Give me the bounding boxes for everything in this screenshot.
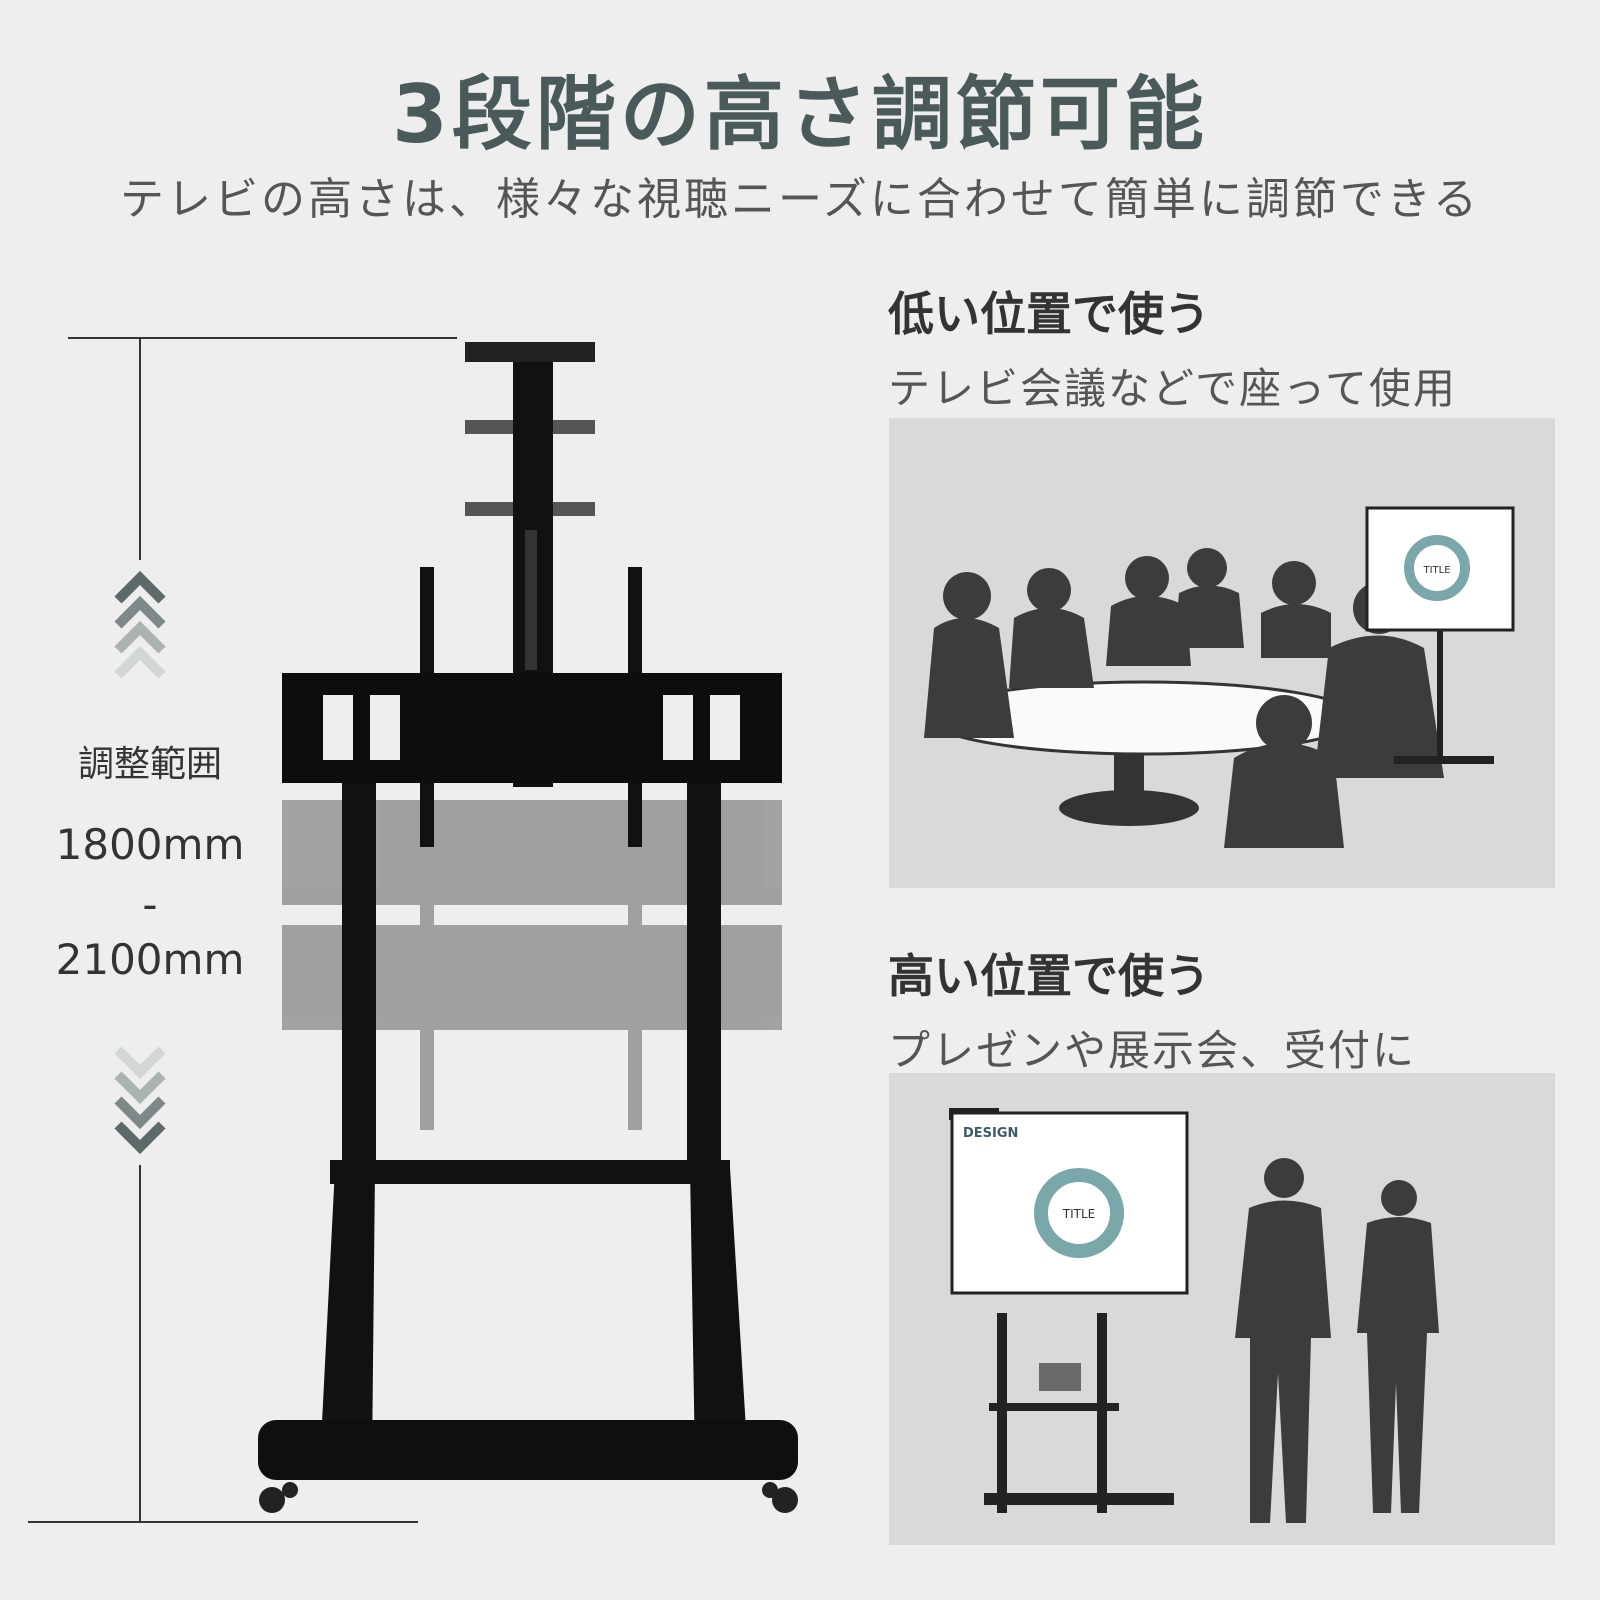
page-subtitle: テレビの高さは、様々な視聴ニーズに合わせて簡単に調節できる	[120, 174, 1480, 225]
up-chevrons-icon	[114, 570, 166, 679]
low-screen-title: TITLE	[1422, 565, 1450, 576]
high-screen-design: DESIGN	[963, 1126, 1018, 1141]
meeting-room-illustration: TITLE	[924, 506, 1515, 848]
range-max: 2100mm	[55, 935, 245, 984]
tv-stand-illustration	[258, 342, 798, 1513]
range-label: 調整範囲	[77, 744, 222, 785]
page-title: 3段階の高さ調節可能	[392, 68, 1208, 161]
down-chevrons-icon	[114, 1046, 166, 1155]
range-separator: -	[142, 880, 158, 929]
high-screen-title: TITLE	[1062, 1207, 1095, 1221]
low-position-heading: 低い位置で使う	[888, 287, 1210, 341]
low-position-description: テレビ会議などで座って使用	[888, 364, 1458, 413]
presentation-illustration: DESIGN TITLE	[949, 1108, 1439, 1523]
meeting-room-image: TITLE	[889, 418, 1555, 888]
high-position-heading: 高い位置で使う	[888, 949, 1210, 1003]
high-position-description: プレゼンや展示会、受付に	[888, 1026, 1417, 1075]
presentation-image: DESIGN TITLE	[889, 1073, 1555, 1545]
range-min: 1800mm	[55, 820, 245, 869]
